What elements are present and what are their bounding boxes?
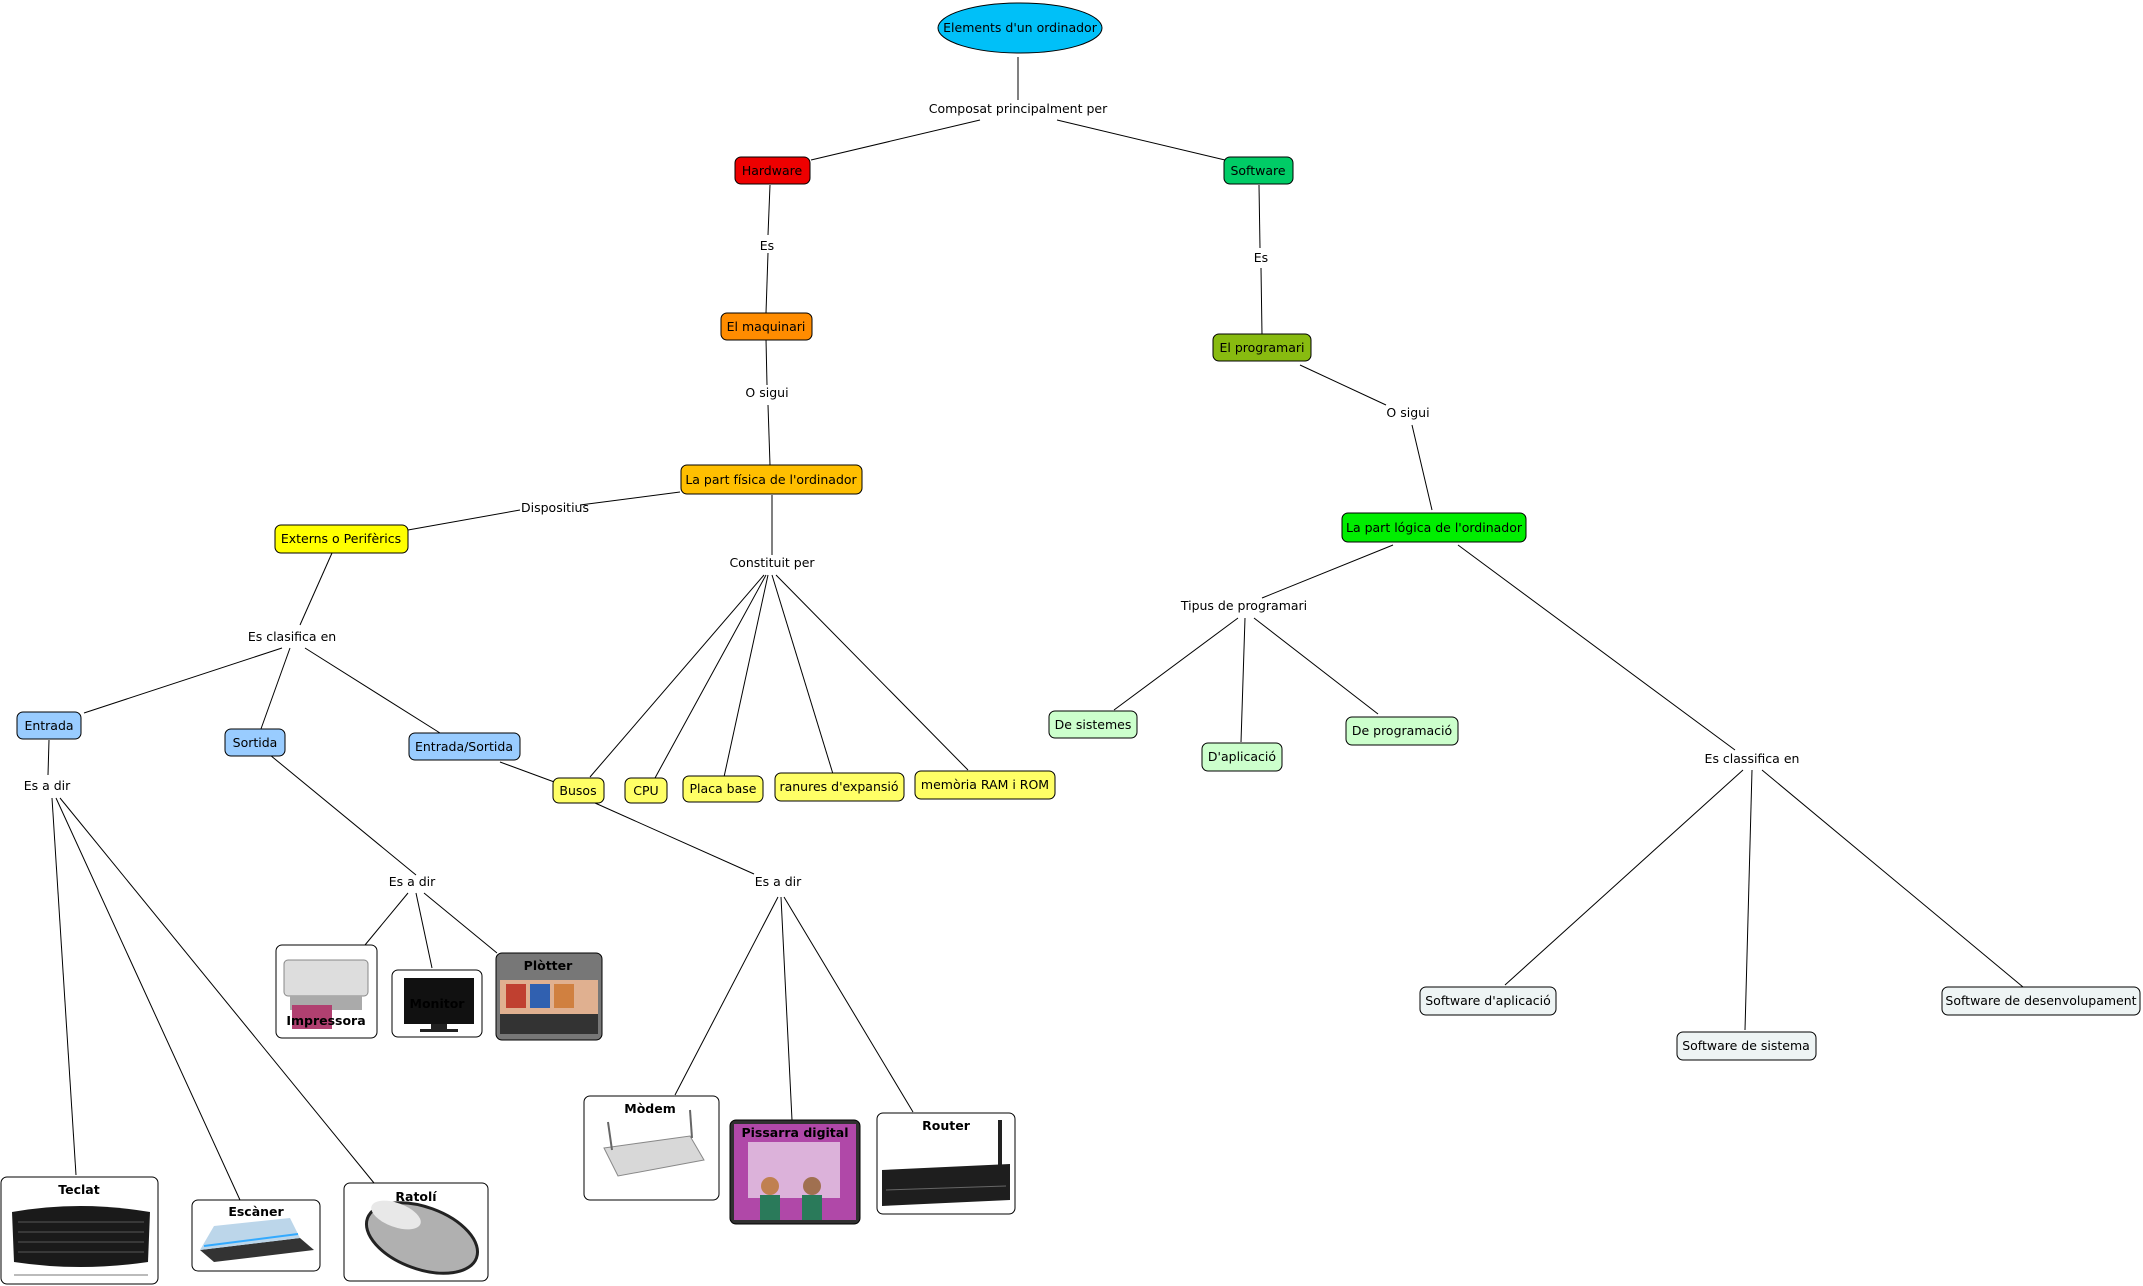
link-composat: Composat principalment per (929, 101, 1108, 116)
node-entrada-sortida-label: Entrada/Sortida (415, 739, 513, 754)
image-label-router: Router (922, 1118, 971, 1133)
node-sortida[interactable]: Sortida (224, 728, 286, 757)
node-entrada-sortida[interactable]: Entrada/Sortida (408, 732, 521, 761)
image-label-ratoli: Ratolí (395, 1189, 437, 1204)
image-label-modem: Mòdem (624, 1101, 675, 1116)
node-cpu-label: CPU (633, 783, 658, 798)
scanner-icon (200, 1218, 314, 1262)
node-sw-desenvolupament-label: Software de desenvolupament (1945, 993, 2136, 1008)
link-es-software: Es (1254, 250, 1268, 265)
image-node-plotter[interactable]: Plòtter (495, 952, 603, 1041)
image-node-router[interactable]: Router (876, 1112, 1016, 1215)
node-entrada[interactable]: Entrada (16, 711, 82, 740)
link-es-clasifica: Es clasifica en (248, 629, 336, 644)
node-busos[interactable]: Busos (552, 777, 605, 804)
node-de-sistemes[interactable]: De sistemes (1048, 710, 1138, 739)
image-node-escaner[interactable]: Escàner (191, 1199, 321, 1272)
node-d-aplicacio-label: D'aplicació (1208, 749, 1276, 764)
node-part-logica[interactable]: La part lógica de l'ordinador (1341, 512, 1527, 543)
link-o-sigui-software: O sigui (1386, 405, 1429, 420)
node-hardware[interactable]: Hardware (734, 156, 811, 185)
modem-icon (603, 1109, 705, 1177)
image-node-teclat[interactable]: Teclat (0, 1176, 159, 1285)
link-tipus: Tipus de programari (1180, 598, 1307, 613)
node-sw-aplicacio-label: Software d'aplicació (1425, 993, 1551, 1008)
node-externs-label: Externs o Perifèrics (281, 531, 401, 546)
node-root[interactable]: Elements d'un ordinador (937, 2, 1103, 54)
printer-icon (283, 959, 369, 1029)
node-busos-label: Busos (559, 783, 596, 798)
node-d-aplicacio[interactable]: D'aplicació (1201, 742, 1283, 772)
node-root-label: Elements d'un ordinador (943, 20, 1098, 35)
node-sw-aplicacio[interactable]: Software d'aplicació (1419, 986, 1557, 1016)
link-es-a-dir-sortida: Es a dir (389, 874, 436, 889)
node-externs[interactable]: Externs o Perifèrics (274, 524, 409, 554)
image-node-pissarra[interactable]: Pissarra digital (729, 1119, 861, 1225)
router-icon (882, 1120, 1010, 1206)
node-maquinari[interactable]: El maquinari (720, 312, 813, 341)
node-hardware-label: Hardware (742, 163, 803, 178)
whiteboard-icon (734, 1124, 856, 1220)
node-placa-base-label: Placa base (690, 781, 757, 796)
link-es-a-dir-entrada: Es a dir (24, 778, 71, 793)
image-label-impressora: Impressora (286, 1013, 365, 1028)
node-sortida-label: Sortida (233, 735, 278, 750)
node-sw-sistema[interactable]: Software de sistema (1676, 1031, 1817, 1061)
keyboard-icon (12, 1206, 150, 1276)
node-software-label: Software (1230, 163, 1285, 178)
node-maquinari-label: El maquinari (727, 319, 806, 334)
node-de-programacio[interactable]: De programació (1345, 716, 1459, 746)
node-de-sistemes-label: De sistemes (1055, 717, 1132, 732)
link-es-classifica: Es classifica en (1705, 751, 1800, 766)
link-constituit: Constituit per (729, 555, 815, 570)
image-node-monitor[interactable]: Monitor (391, 969, 483, 1038)
node-ranures[interactable]: ranures d'expansió (774, 772, 905, 802)
link-dispositius: Dispositius (521, 500, 589, 515)
image-label-pissarra: Pissarra digital (741, 1125, 848, 1140)
link-labels: Composat principalment per Es Es O sigui… (24, 101, 1800, 889)
node-part-logica-label: La part lógica de l'ordinador (1346, 520, 1523, 535)
node-entrada-label: Entrada (24, 718, 73, 733)
image-node-impressora[interactable]: Impressora (275, 944, 378, 1039)
node-memoria-label: memòria RAM i ROM (921, 777, 1049, 792)
mouse-icon (364, 1200, 480, 1275)
node-programari[interactable]: El programari (1212, 333, 1312, 362)
plotter-icon (500, 980, 598, 1034)
link-es-a-dir-entrada-sortida: Es a dir (755, 874, 802, 889)
node-sw-desenvolupament[interactable]: Software de desenvolupament (1941, 986, 2141, 1016)
connectors (47, 57, 2024, 1201)
node-programari-label: El programari (1220, 340, 1305, 355)
image-node-ratoli[interactable]: Ratolí (343, 1182, 489, 1286)
image-label-escaner: Escàner (228, 1204, 284, 1219)
link-es-hardware: Es (760, 238, 774, 253)
node-part-fisica-label: La part física de l'ordinador (685, 472, 857, 487)
image-label-monitor: Monitor (410, 996, 466, 1011)
node-memoria[interactable]: memòria RAM i ROM (914, 770, 1056, 800)
node-part-fisica[interactable]: La part física de l'ordinador (680, 464, 863, 495)
link-o-sigui-hardware: O sigui (745, 385, 788, 400)
node-cpu[interactable]: CPU (624, 777, 668, 804)
node-ranures-label: ranures d'expansió (779, 779, 898, 794)
node-software[interactable]: Software (1223, 156, 1294, 185)
node-placa-base[interactable]: Placa base (682, 775, 764, 803)
image-node-modem[interactable]: Mòdem (583, 1095, 720, 1201)
image-label-plotter: Plòtter (524, 958, 573, 973)
monitor-icon (404, 978, 474, 1032)
image-label-teclat: Teclat (58, 1182, 99, 1197)
node-de-programacio-label: De programació (1352, 723, 1452, 738)
node-sw-sistema-label: Software de sistema (1682, 1038, 1810, 1053)
